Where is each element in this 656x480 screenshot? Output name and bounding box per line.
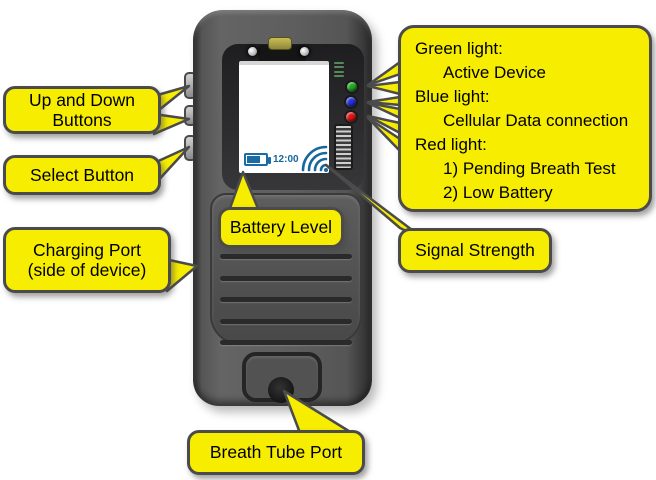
legend-line: Blue light: bbox=[415, 87, 490, 106]
clock-text: 12:00 bbox=[273, 154, 299, 165]
callout-select-button: Select Button bbox=[3, 155, 161, 195]
vent-mark-icon bbox=[334, 71, 344, 73]
battery-fill bbox=[247, 156, 260, 163]
grip-groove bbox=[220, 254, 352, 259]
arrow-to-breath-port bbox=[282, 389, 354, 435]
screen-status-bar: 12:00 bbox=[244, 153, 299, 166]
callout-charging-port: Charging Port (side of device) bbox=[3, 227, 171, 293]
screw-dot-right bbox=[300, 47, 309, 56]
legend-line: Green light: bbox=[415, 39, 503, 58]
grip-groove bbox=[220, 319, 352, 324]
legend-line: Cellular Data connection bbox=[443, 111, 629, 130]
scroll-wheel bbox=[334, 124, 353, 170]
blue-led bbox=[346, 97, 356, 107]
callout-label: Battery Level bbox=[229, 217, 333, 238]
battery-nub bbox=[268, 157, 271, 164]
legend-line: Active Device bbox=[443, 63, 546, 82]
callout-label: Buttons bbox=[52, 110, 112, 130]
callout-label: Signal Strength bbox=[415, 240, 535, 261]
callout-label: (side of device) bbox=[27, 260, 147, 280]
callout-light-legend: Green light: Active Device Blue light: C… bbox=[398, 25, 652, 212]
signal-strength-icon bbox=[301, 145, 328, 172]
callout-breath-tube-port: Breath Tube Port bbox=[187, 430, 365, 475]
callout-label: Select Button bbox=[29, 164, 135, 185]
legend-line: 1) Pending Breath Test bbox=[443, 159, 616, 178]
callout-label: Breath Tube Port bbox=[209, 442, 343, 463]
battery-icon bbox=[244, 153, 271, 166]
callout-label: Up and Down bbox=[28, 89, 136, 110]
device-screen: 12:00 bbox=[239, 61, 329, 173]
grip-groove bbox=[220, 276, 352, 281]
clip-tab bbox=[268, 37, 292, 50]
red-led bbox=[346, 112, 356, 122]
legend-line: Red light: bbox=[415, 135, 487, 154]
callout-battery-level: Battery Level bbox=[218, 207, 344, 248]
grip-groove bbox=[220, 340, 352, 345]
arrow-to-battery-icon bbox=[227, 170, 261, 213]
grip-groove bbox=[220, 297, 352, 302]
green-led bbox=[347, 82, 357, 92]
callout-signal-strength: Signal Strength bbox=[398, 228, 552, 273]
callout-up-down-buttons: Up and Down Buttons bbox=[3, 86, 161, 134]
legend-line: 2) Low Battery bbox=[443, 183, 553, 202]
screw-dot-left bbox=[248, 47, 257, 56]
vent-mark-icon bbox=[334, 62, 344, 64]
callout-label: Charging Port bbox=[33, 239, 141, 260]
vent-mark-icon bbox=[334, 75, 344, 77]
vent-mark-icon bbox=[334, 66, 344, 68]
